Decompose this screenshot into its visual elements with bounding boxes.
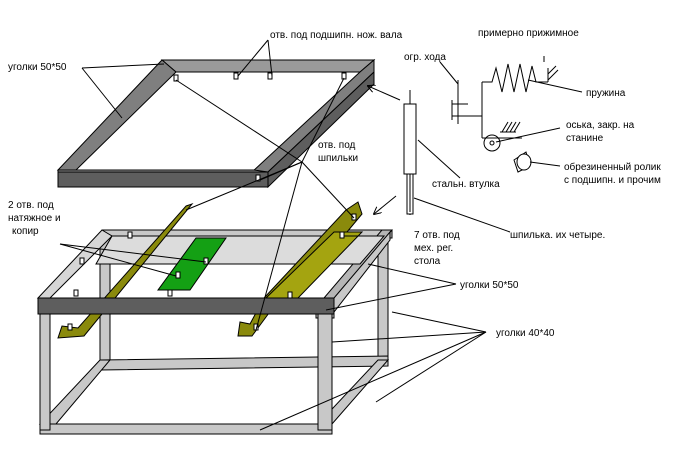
pivot-hatch <box>505 121 513 133</box>
upper-frame-left-rail <box>56 59 177 171</box>
leg-front-right <box>317 313 333 431</box>
bottom-front-rail <box>39 423 333 435</box>
hole <box>351 213 357 221</box>
pivot-hatch <box>501 121 509 133</box>
hole <box>175 271 181 279</box>
upper-frame <box>56 58 376 189</box>
hole <box>167 289 173 297</box>
label-pruzhina: пружина <box>586 88 626 99</box>
hole <box>255 174 261 182</box>
olive-slat-left <box>57 202 194 339</box>
label-stanine: станине <box>566 133 604 144</box>
hole <box>173 74 179 82</box>
label-two-otv-3: копир <box>12 226 39 237</box>
pressure-mechanism <box>403 63 559 215</box>
pivot-hatch <box>513 121 521 133</box>
lower-frame <box>36 201 394 435</box>
hole <box>127 231 133 239</box>
label-seven-1: 7 отв. под <box>414 230 460 241</box>
label-ugolki-40: уголки 40*40 <box>496 328 555 339</box>
hole <box>73 289 79 297</box>
roller-axle-inner <box>489 140 495 146</box>
leg-front-left <box>39 313 51 431</box>
label-shpilki: шпильки <box>318 153 358 164</box>
label-shpilka: шпилька. их четыре. <box>510 230 605 241</box>
olive-slat-mid <box>157 237 227 291</box>
lower-side-right <box>333 230 391 314</box>
label-roller-1: обрезиненный ролик <box>564 161 661 173</box>
hole <box>287 291 293 299</box>
hole <box>67 323 73 331</box>
upper-frame-back-rail <box>160 59 376 73</box>
lower-front-rail <box>37 297 335 315</box>
label-otv-pod: отв. под <box>318 140 356 151</box>
bottom-back-rail <box>99 355 389 371</box>
label-ugolki-top: уголки 50*50 <box>8 62 67 73</box>
roller-axle <box>483 134 501 152</box>
label-two-otv-2: натяжное и <box>8 213 61 224</box>
hole <box>79 257 85 265</box>
label-two-otv-1: 2 отв. под <box>8 200 54 211</box>
label-seven-2: мех. рег. <box>414 243 453 254</box>
label-primerno: примерно прижимное <box>478 28 579 39</box>
spring-hatch1 <box>547 65 557 75</box>
label-vtulka: стальн. втулка <box>432 179 500 190</box>
upper-frame-right-side <box>267 70 375 189</box>
upper-frame-front-rail <box>57 171 269 188</box>
spring <box>482 63 548 93</box>
label-roller-2: с подшипн. и прочим <box>564 175 661 186</box>
label-ugolki-50: уголки 50*50 <box>460 280 519 291</box>
roller-end <box>516 153 532 171</box>
hole <box>339 231 345 239</box>
hole <box>233 72 239 80</box>
pivot-hatch <box>509 121 517 133</box>
leader-lines <box>59 39 583 431</box>
spring-hatch2 <box>547 69 559 81</box>
label-otv-podshipn: отв. под подшипн. нож. вала <box>270 30 403 41</box>
steel-sleeve <box>403 103 417 175</box>
label-oska: оська, закр. на <box>566 120 635 131</box>
hole <box>203 257 209 265</box>
label-seven-3: стола <box>414 256 441 267</box>
label-ogr-hoda: огр. хода <box>404 52 446 63</box>
